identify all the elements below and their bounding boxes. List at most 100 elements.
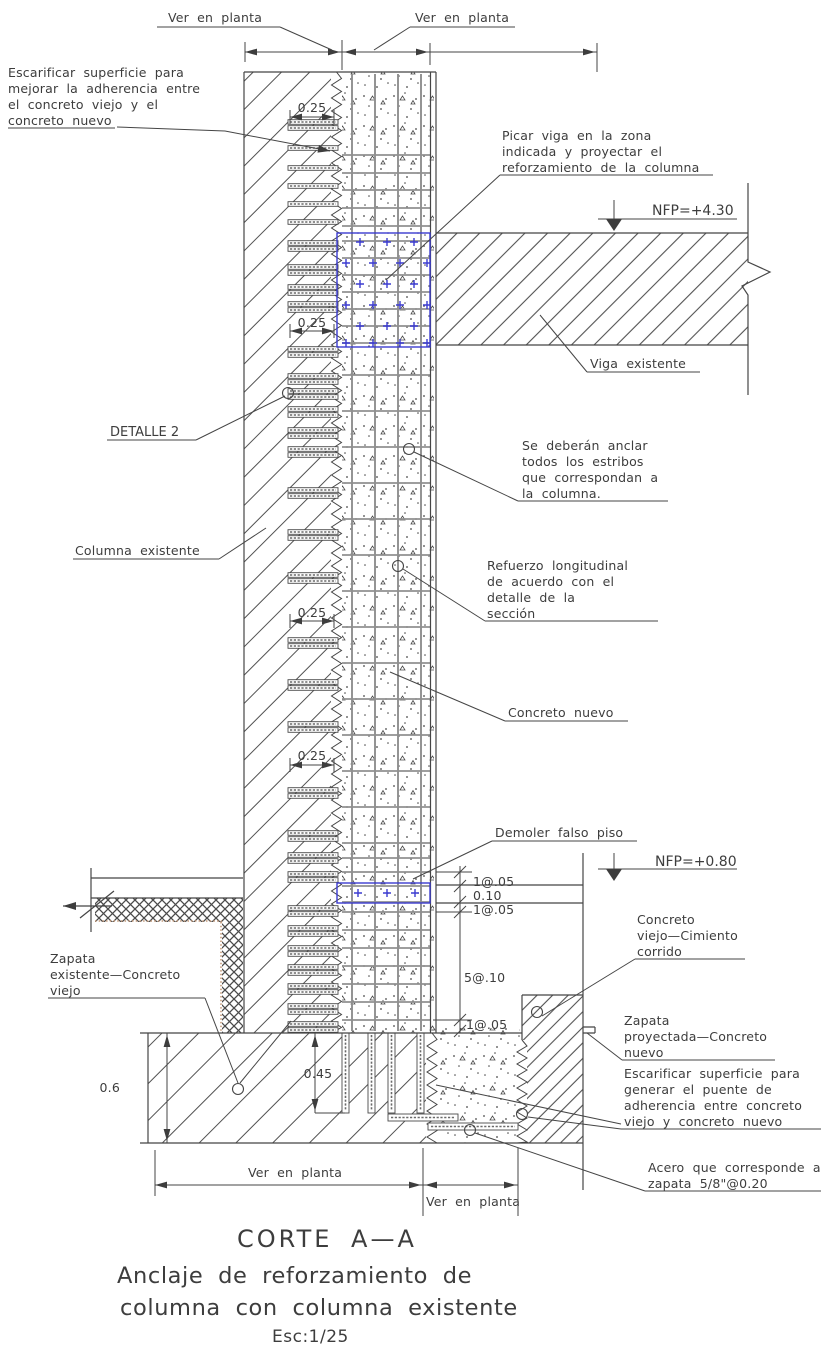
dim-arrow-icon: [155, 1181, 167, 1189]
demolition-plus-icon: [369, 259, 377, 267]
demolition-plus-icon: [383, 238, 391, 246]
leader-target-circle: [530, 1005, 544, 1019]
demolition-plus-icon: [356, 238, 364, 246]
note-anclar-estribos: Se deberán anclar: [522, 438, 648, 453]
dimension-tick-slashes: [453, 865, 467, 1038]
demolition-plus-icon: [383, 322, 391, 330]
label-concreto-nuevo: Concreto nuevo: [508, 705, 614, 720]
existing-floor-slab: [90, 868, 243, 932]
beam-demolition-zone: [336, 232, 431, 348]
leader-ver-planta-top-right: [373, 26, 411, 51]
note-escarificar-bottom-2: generar el puente de: [624, 1082, 772, 1097]
dim-arrow-icon: [344, 48, 356, 56]
section-subtitle-1: Anclaje de reforzamiento de: [117, 1263, 472, 1289]
stirrups: [342, 154, 430, 1021]
section-title: CORTE A—A: [237, 1225, 417, 1253]
note-escarificar-top-4: concreto nuevo: [8, 113, 112, 128]
note-escarificar-bottom: Escarificar superficie para: [624, 1066, 800, 1081]
dim-arrow-icon: [245, 48, 257, 56]
note-zapata-proyectada-2: proyectada—Concreto: [624, 1029, 767, 1044]
nfp-bottom-triangle-icon: [606, 869, 622, 881]
label-nfp-top: NFP=+4.30: [652, 203, 734, 219]
demolition-plus-icon: [342, 259, 350, 267]
dim-arrow-icon: [163, 1129, 171, 1141]
dim-arrow-icon: [290, 761, 302, 769]
leader-target-circles: [231, 386, 544, 1137]
dim-arrow-icon: [328, 48, 340, 56]
leader-target-circle: [402, 442, 416, 456]
demolition-plus-icon: [410, 322, 418, 330]
dim-arrow-icon: [290, 113, 302, 121]
dim-slash-tick: [453, 865, 467, 879]
leader-lines: [116, 26, 646, 1192]
cimiento-corrido-hatch: [522, 995, 583, 1143]
beam-break-line: [741, 183, 772, 395]
label-columna-existente: Columna existente: [75, 543, 200, 558]
dim-slash-tick: [453, 895, 467, 909]
leader-target-circle: [281, 386, 295, 400]
old-column-hatch: [244, 72, 335, 1033]
dim-label-06: 0.6: [100, 1080, 120, 1095]
new-column-right-edge: [429, 72, 437, 1033]
leader-target-circle: [463, 1123, 477, 1137]
dim-arrow-icon: [322, 327, 334, 335]
dim-label-010: 0.10: [473, 888, 502, 903]
note-picar-viga-2: indicada y proyectar el: [502, 144, 662, 159]
note-acero-zapata-2: zapata 5/8"@0.20: [648, 1176, 768, 1191]
demolition-plus-icon: [423, 301, 431, 309]
dim-arrow-icon: [322, 761, 334, 769]
leader-target-circle: [391, 559, 405, 573]
demolition-plus-icon: [342, 339, 350, 347]
note-zapata-existente: Zapata: [50, 951, 96, 966]
leader-escarificar-bottom-b: [435, 1084, 622, 1125]
demolition-plus-icon: [410, 238, 418, 246]
dim-arrow-icon: [290, 617, 302, 625]
note-concreto-viejo-cimiento-3: corrido: [637, 944, 682, 959]
mask-column-interface: [331, 72, 342, 1033]
label-ver-en-planta-top-left: Ver en planta: [168, 10, 262, 25]
leader-picar-viga: [385, 174, 501, 281]
anchor-dowels: [287, 119, 339, 1033]
demolition-plus-icon: [411, 889, 419, 897]
label-ver-en-planta-bottom-left: Ver en planta: [248, 1165, 342, 1180]
wall-fill-hatch: [222, 922, 243, 1033]
scarified-surface-cimiento: [516, 1039, 529, 1144]
cimiento-outline: [521, 994, 596, 1040]
dim-label-045: 0.45: [304, 1066, 333, 1081]
leader-zapata-existente: [204, 997, 239, 1084]
underline-paths: [8, 26, 821, 1192]
dim-label-025-1: 0.25: [298, 100, 327, 115]
demolition-plus-icon: [423, 259, 431, 267]
dim-slash-tick: [453, 1024, 467, 1038]
existing-beam-hatch: [436, 233, 748, 345]
leader-columna-existente: [218, 527, 267, 560]
dim-label-025-3: 0.25: [298, 605, 327, 620]
note-zapata-existente-3: viejo: [50, 983, 81, 998]
demolition-plus-icon: [356, 280, 364, 288]
falso-piso-demolition-zone: [336, 882, 431, 904]
leader-target-circle: [515, 1107, 529, 1121]
label-viga-existente: Viga existente: [590, 356, 686, 371]
label-ver-en-planta-top-right: Ver en planta: [415, 10, 509, 25]
demolition-plus-icon: [423, 339, 431, 347]
note-anclar-estribos-4: la columna.: [522, 486, 601, 501]
title-block: CORTE A—A Anclaje de reforzamiento de co…: [117, 1225, 518, 1347]
dim-arrow-icon: [409, 1181, 421, 1189]
label-nfp-bottom: NFP=+0.80: [655, 854, 737, 870]
leader-concreto-nuevo: [389, 671, 506, 722]
fill-edge-dotted: [95, 920, 222, 1033]
note-escarificar-top-3: el concreto viejo y el: [8, 97, 158, 112]
section-subtitle-2: columna con columna existente: [120, 1295, 518, 1321]
dim-label-1at05-c: 1@.05: [466, 1017, 507, 1032]
label-demoler-falso-piso: Demoler falso piso: [495, 825, 623, 840]
demolition-plus-icon: [383, 280, 391, 288]
leader-cimiento-corrido: [541, 958, 636, 1017]
note-picar-viga: Picar viga en la zona: [502, 128, 652, 143]
dim-arrow-icon: [311, 1099, 319, 1111]
nfp-top-triangle-icon: [606, 219, 622, 231]
demolition-plus-icon: [342, 301, 350, 309]
floor-fill-hatch: [95, 898, 243, 922]
note-escarificar-bottom-4: viejo y concreto nuevo: [624, 1114, 782, 1129]
